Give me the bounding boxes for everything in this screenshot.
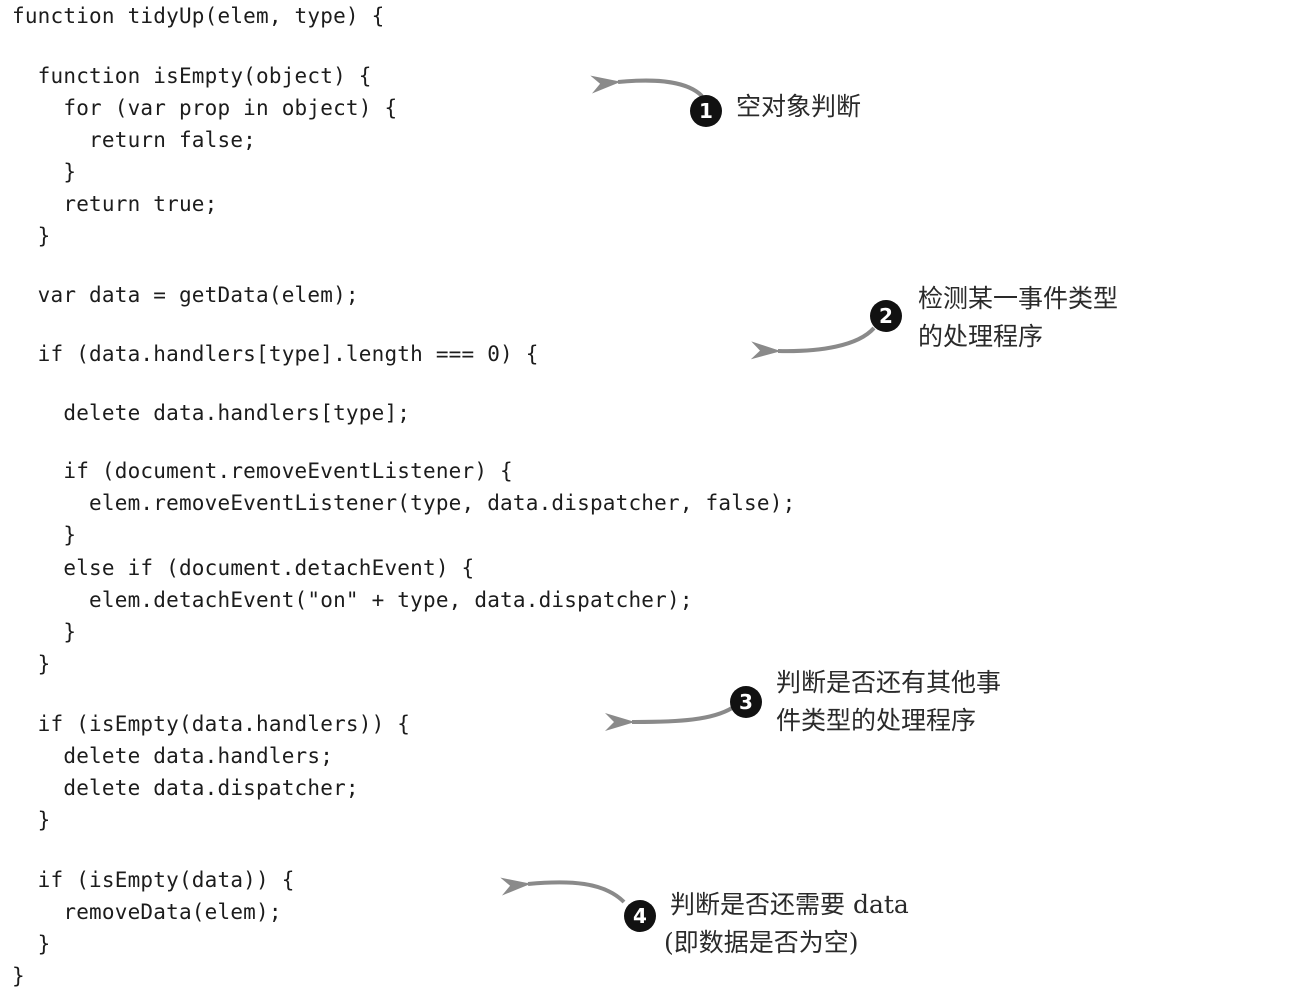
code-line: function isEmpty(object) {: [12, 64, 372, 88]
code-line: function tidyUp(elem, type) {: [12, 4, 385, 28]
code-line: if (isEmpty(data.handlers)) {: [12, 712, 411, 736]
callout-text-1: 空对象判断: [736, 92, 862, 121]
callout-text-2-line2: 的处理程序: [918, 322, 1044, 351]
code-line: elem.removeEventListener(type, data.disp…: [12, 491, 796, 515]
callout-text-3-line2: 件类型的处理程序: [776, 706, 977, 735]
code-line: delete data.handlers;: [12, 744, 334, 768]
code-line: if (data.handlers[type].length === 0) {: [12, 342, 539, 366]
code-line: if (document.removeEventListener) {: [12, 459, 513, 483]
callout-text-4-line1: 判断是否还需要 data: [670, 890, 909, 919]
code-line: }: [12, 964, 25, 988]
code-line: }: [12, 652, 51, 676]
callout-badge-2: 2: [870, 300, 902, 332]
callout-text-3-line1: 判断是否还有其他事: [776, 668, 1002, 697]
code-line: elem.detachEvent("on" + type, data.dispa…: [12, 588, 693, 612]
code-line: else if (document.detachEvent) {: [12, 556, 475, 580]
callout-arrow-1: [590, 75, 704, 98]
code-line: for (var prop in object) {: [12, 96, 398, 120]
code-line: removeData(elem);: [12, 900, 282, 924]
code-line: }: [12, 808, 51, 832]
callout-badge-4: 4: [624, 900, 656, 932]
callout-arrow-3: [604, 706, 734, 732]
callout-arrow-2: [750, 326, 876, 360]
code-line: var data = getData(elem);: [12, 283, 359, 307]
callout-arrow-4: [500, 877, 626, 904]
code-line: delete data.dispatcher;: [12, 776, 359, 800]
code-line: if (isEmpty(data)) {: [12, 868, 295, 892]
callout-text-4-line2: (即数据是否为空): [664, 928, 859, 957]
code-line: }: [12, 932, 51, 956]
code-line: }: [12, 523, 77, 547]
code-line: return false;: [12, 128, 257, 152]
code-line: }: [12, 620, 77, 644]
code-line: }: [12, 160, 77, 184]
callout-badge-1: 1: [690, 95, 722, 127]
code-line: }: [12, 224, 51, 248]
callout-text-2-line1: 检测某一事件类型: [918, 284, 1119, 313]
callout-badge-3: 3: [730, 686, 762, 718]
code-line: return true;: [12, 192, 218, 216]
code-line: delete data.handlers[type];: [12, 401, 411, 425]
